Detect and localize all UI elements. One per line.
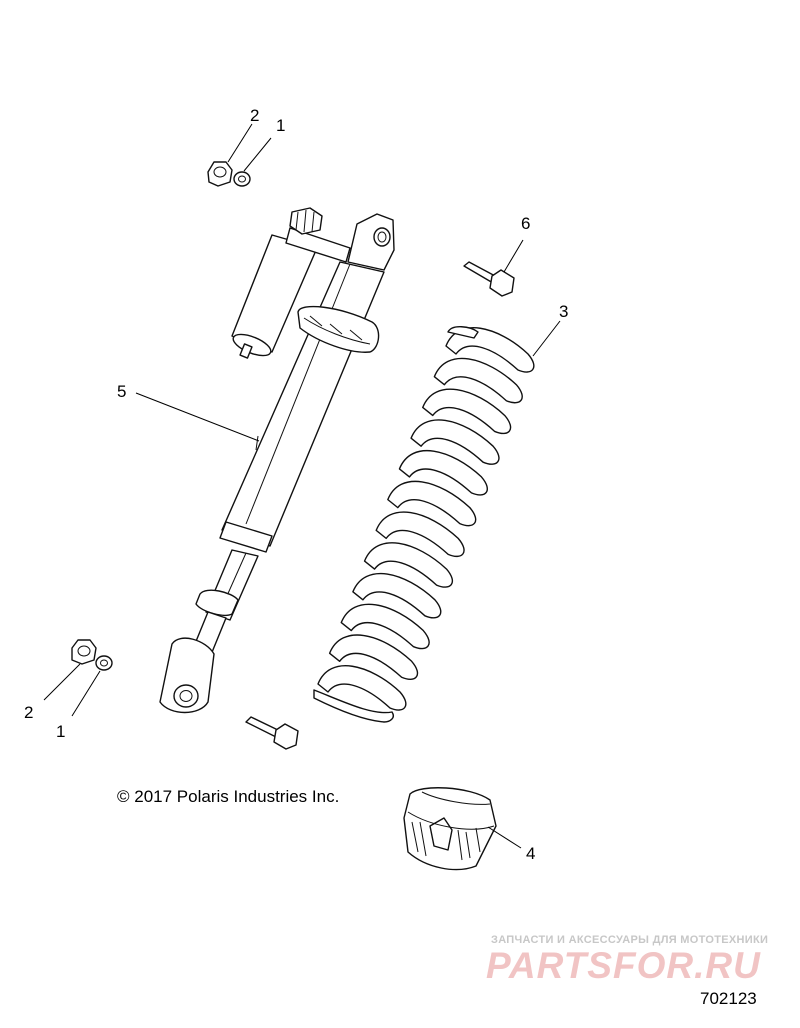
watermark-brand: PARTSFOR.RU (486, 945, 761, 986)
spring-coil (363, 542, 454, 588)
leader-c4 (487, 826, 522, 849)
spring-retainer[interactable] (403, 787, 497, 871)
figure-number: 702123 (700, 989, 757, 1008)
spring-coil (328, 634, 419, 680)
shock-absorber[interactable] (159, 207, 395, 714)
spring-coil (422, 388, 512, 435)
callout-2-bottom: 2 (24, 703, 33, 722)
spring-coil (398, 450, 488, 496)
callout-2-top: 2 (250, 106, 259, 125)
coil-spring[interactable] (313, 326, 535, 723)
top-washer[interactable] (233, 171, 251, 187)
top-flange-nut[interactable] (207, 161, 233, 187)
spring-coil (375, 511, 465, 558)
shock-mount-bolt-top[interactable] (463, 261, 515, 297)
bottom-washer[interactable] (95, 655, 113, 671)
spring-coil (387, 480, 477, 527)
leader-c2-top (227, 123, 253, 163)
leader-c2-bottom (43, 663, 81, 701)
spring-coil (445, 327, 535, 373)
bottom-flange-nut[interactable] (71, 639, 97, 665)
spring-coil (352, 572, 442, 619)
leader-c1-top (243, 137, 272, 172)
spring-bottom-end (313, 689, 394, 723)
leader-c5 (135, 392, 260, 442)
callout-4: 4 (526, 844, 535, 863)
leader-c6 (503, 239, 524, 273)
spring-top-end (447, 326, 479, 339)
callout-6: 6 (521, 214, 530, 233)
spring-coil (317, 665, 407, 711)
leader-c1-bottom (71, 670, 101, 717)
callout-1-top: 1 (276, 116, 285, 135)
spring-coil (433, 357, 523, 404)
leader-c3 (532, 320, 561, 357)
copyright-notice: © 2017 Polaris Industries Inc. (117, 787, 340, 806)
callout-1-bottom: 1 (56, 722, 65, 741)
callout-3: 3 (559, 302, 568, 321)
watermark-tagline: ЗАПЧАСТИ И АКСЕССУАРЫ ДЛЯ МОТОТЕХНИКИ (491, 934, 769, 946)
spring-coil (340, 603, 430, 650)
shock-mount-bolt-bottom[interactable] (245, 716, 299, 750)
spring-coil (410, 419, 500, 465)
callout-5: 5 (117, 382, 126, 401)
